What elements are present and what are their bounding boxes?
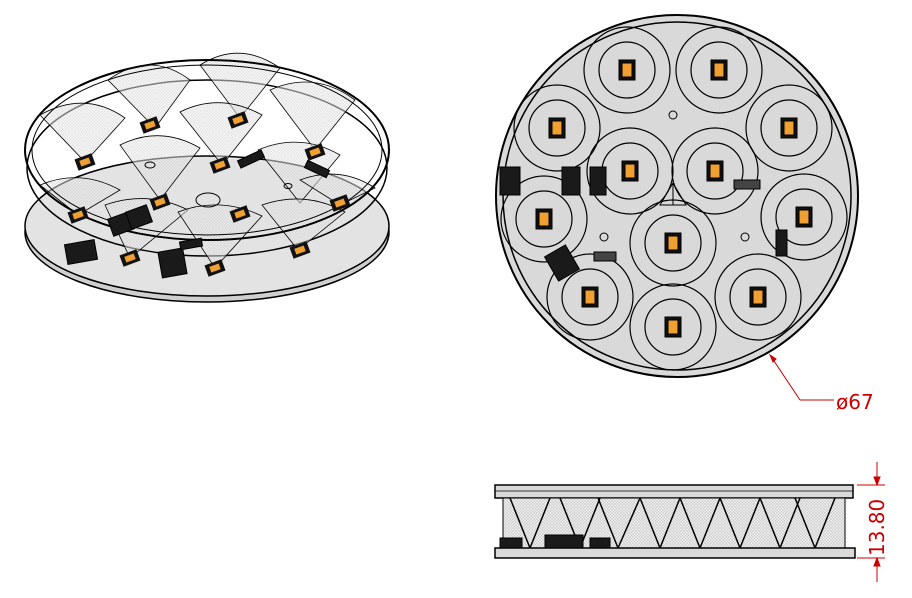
- side-components: [499, 534, 611, 549]
- iso-lens-ring-top-inner: [31, 64, 383, 236]
- isometric-view: [24, 52, 390, 303]
- iso-components: [63, 149, 331, 279]
- top-led-cells: [500, 26, 848, 371]
- iso-hole-2: [283, 183, 293, 189]
- top-components: [499, 166, 788, 282]
- side-view: 13.80: [494, 462, 889, 582]
- iso-center-boss: [195, 192, 221, 208]
- top-leds: [535, 59, 813, 338]
- iso-hole-1: [144, 161, 156, 169]
- iso-lens-ring-top-outer: [24, 59, 390, 241]
- height-label: 13.80: [865, 499, 889, 556]
- top-hole-2: [599, 232, 609, 242]
- height-dimension: [857, 462, 885, 582]
- top-hole-3: [740, 232, 750, 242]
- top-view: ø67: [495, 14, 874, 414]
- top-center-triangle: [659, 182, 687, 206]
- diameter-dimension: [768, 353, 834, 401]
- diameter-label: ø67: [836, 390, 874, 414]
- side-top-plate: [494, 484, 854, 499]
- iso-leds: [67, 111, 351, 277]
- side-bottom-board: [494, 547, 856, 559]
- top-hole-1: [668, 110, 678, 120]
